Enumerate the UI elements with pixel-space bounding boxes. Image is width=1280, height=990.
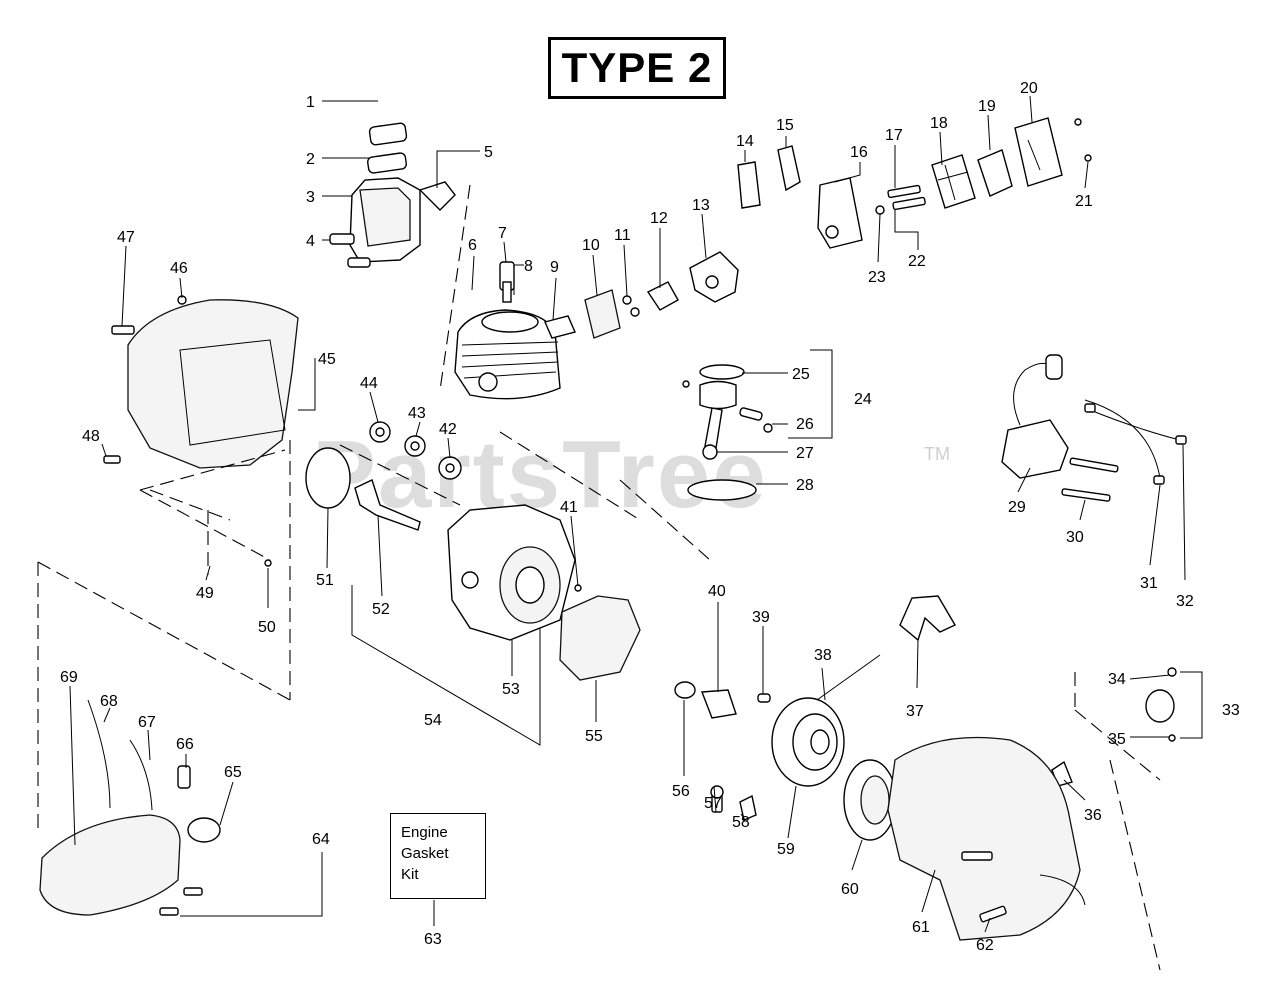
part-number: 39: [752, 609, 770, 626]
part-number: 11: [614, 227, 631, 244]
part-number-callouts: 1 2 3 4 5 6 7 8 9 10 11 12 13 14 15 16 1…: [60, 80, 1240, 954]
part-number: 25: [792, 366, 810, 383]
part-number: 49: [196, 585, 214, 602]
air-filter-assembly: [737, 117, 1092, 249]
part-number: 60: [841, 881, 859, 898]
part-number: 68: [100, 693, 118, 710]
part-number: 30: [1066, 529, 1084, 546]
part-number: 5: [484, 144, 493, 161]
starter-assembly: [674, 595, 1177, 941]
fuel-tank-assembly: [39, 699, 221, 916]
part-number: 24: [854, 391, 872, 408]
part-number: 53: [502, 681, 520, 698]
part-number: 45: [318, 351, 336, 368]
part-number: 52: [372, 601, 390, 618]
part-number: 4: [306, 233, 315, 250]
part-number: 29: [1008, 499, 1026, 516]
part-number: 16: [850, 144, 868, 161]
piston-assembly: [682, 364, 773, 501]
part-number: 21: [1075, 193, 1093, 210]
crankcase-assembly: [305, 421, 641, 681]
part-number: 66: [176, 736, 194, 753]
part-number: 38: [814, 647, 832, 664]
part-number: 42: [439, 421, 457, 438]
part-number: 67: [138, 714, 156, 731]
part-number: 14: [736, 133, 754, 150]
kit-label-line: Engine: [401, 824, 448, 841]
part-number: 44: [360, 375, 378, 392]
part-number: 18: [930, 115, 948, 132]
muffler-assembly: [329, 122, 456, 268]
part-number: 59: [777, 841, 795, 858]
kit-label-line: Gasket: [401, 845, 449, 862]
ignition-assembly: [1001, 354, 1187, 502]
part-number: 69: [60, 669, 78, 686]
part-number: 57: [704, 795, 722, 812]
leader-lines: [69, 95, 1203, 933]
engine-gasket-kit-label: Engine Gasket Kit: [390, 813, 486, 899]
part-number: 41: [560, 499, 578, 516]
part-number: 61: [912, 919, 930, 936]
part-number: 40: [708, 583, 726, 600]
part-number: 3: [306, 189, 315, 206]
part-number: 19: [978, 98, 996, 115]
part-number: 27: [796, 445, 814, 462]
part-number: 46: [170, 260, 188, 277]
part-number: 10: [582, 237, 600, 254]
part-number: 8: [524, 258, 533, 275]
part-number: 65: [224, 764, 242, 781]
part-number: 47: [117, 229, 135, 246]
part-number: 33: [1222, 702, 1240, 719]
engine-cover: [103, 295, 299, 567]
part-number: 1: [306, 94, 315, 111]
part-number: 50: [258, 619, 276, 636]
part-number: 54: [424, 712, 442, 729]
part-number: 28: [796, 477, 814, 494]
part-number: 58: [732, 814, 750, 831]
part-number: 43: [408, 405, 426, 422]
part-number: 51: [316, 572, 334, 589]
part-number: 62: [976, 937, 994, 954]
part-number: 36: [1084, 807, 1102, 824]
part-number: 7: [498, 225, 507, 242]
part-number: 12: [650, 210, 668, 227]
part-number: 48: [82, 428, 100, 445]
part-number: 2: [306, 151, 315, 168]
part-number: 15: [776, 117, 794, 134]
trademark-mark: TM: [924, 444, 950, 464]
part-number: 63: [424, 931, 442, 948]
part-number: 32: [1176, 593, 1194, 610]
part-number: 6: [468, 237, 477, 254]
part-number: 34: [1108, 671, 1126, 688]
assembly-outlines: [37, 184, 1161, 971]
part-number: 31: [1140, 575, 1158, 592]
part-number: 55: [585, 728, 603, 745]
part-number: 56: [672, 783, 690, 800]
part-number: 9: [550, 259, 559, 276]
part-number: 20: [1020, 80, 1038, 97]
cylinder-assembly: [454, 251, 739, 400]
part-number: 23: [868, 269, 886, 286]
part-number: 13: [692, 197, 710, 214]
part-number: 37: [906, 703, 924, 720]
kit-label-line: Kit: [401, 866, 419, 883]
diagram-title: TYPE 2: [548, 37, 726, 99]
part-number: 35: [1108, 731, 1126, 748]
part-number: 17: [885, 127, 903, 144]
part-number: 64: [312, 831, 330, 848]
part-number: 22: [908, 253, 926, 270]
part-number: 26: [796, 416, 814, 433]
